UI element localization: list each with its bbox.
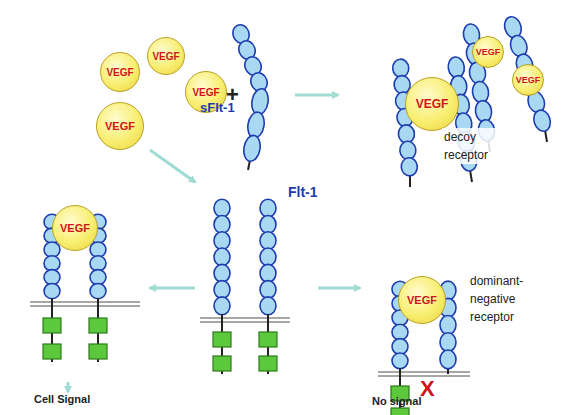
ig-domain <box>214 215 230 233</box>
ligand-label: VEGF <box>407 294 437 306</box>
diagram-label: X <box>420 376 435 402</box>
ligand-label: VEGF <box>60 222 90 234</box>
ig-domain <box>90 256 106 271</box>
kinase-domain <box>391 408 409 415</box>
kinase-domain <box>259 356 277 371</box>
vegf-ligand: VEGF <box>472 36 505 69</box>
receptor-stalk <box>545 130 547 142</box>
ig-domain <box>260 281 276 299</box>
ig-domain <box>531 108 553 133</box>
kinase-domain <box>213 332 231 347</box>
ligand-label: VEGF <box>416 97 449 111</box>
flow-arrows <box>68 95 360 392</box>
diagram-label: No signal <box>372 395 422 407</box>
ig-domain <box>246 111 266 139</box>
ig-domain <box>44 242 60 257</box>
diagram-label: dominant- negative receptor <box>470 272 550 326</box>
kinase-domain <box>43 344 61 359</box>
ig-domain <box>44 283 60 298</box>
vegf-ligand: VEGF <box>512 64 545 97</box>
vegf-ligand: VEGF <box>398 276 446 324</box>
ig-domain <box>214 281 230 299</box>
ig-domain <box>440 316 456 335</box>
ligand-label: VEGF <box>106 67 133 78</box>
ligand-label: VEGF <box>105 120 135 132</box>
ligand-label: VEGF <box>516 75 541 85</box>
ligand-label: VEGF <box>152 51 179 62</box>
ig-domain <box>401 157 419 176</box>
kinase-domain <box>43 318 61 333</box>
ig-domain <box>260 215 276 233</box>
ig-domain <box>214 264 230 282</box>
ig-domain <box>260 248 276 266</box>
ligand-label: VEGF <box>192 87 219 98</box>
ig-domain <box>260 297 276 315</box>
diagram-label: sFlt-1 <box>200 100 235 115</box>
receptor-domains <box>44 15 553 374</box>
ig-domain <box>260 199 276 217</box>
ig-domain <box>214 297 230 315</box>
vegf-ligand: VEGF <box>52 205 98 251</box>
ig-domain <box>214 232 230 250</box>
vegf-ligand: VEGF <box>405 77 459 131</box>
ig-domain <box>44 270 60 285</box>
ig-domain <box>250 87 270 115</box>
vegf-ligand: VEGF <box>100 52 140 92</box>
ig-domain <box>90 270 106 285</box>
ig-domain <box>440 350 456 369</box>
ig-domain <box>392 353 408 369</box>
ig-domain <box>44 256 60 271</box>
ig-domain <box>90 242 106 257</box>
ig-domain <box>214 199 230 217</box>
ig-domain <box>392 324 408 340</box>
ig-domain <box>440 333 456 352</box>
ig-domain <box>90 283 106 298</box>
ig-domain <box>392 339 408 355</box>
diagram-label: Flt-1 <box>288 184 318 200</box>
kinase-domain <box>89 318 107 333</box>
receptor-stalk <box>409 175 411 187</box>
receptor-stalk <box>470 170 472 182</box>
ig-domain <box>214 248 230 266</box>
kinase-domains <box>43 298 409 415</box>
vegf-ligand: VEGF <box>96 102 144 150</box>
kinase-domain <box>213 356 231 371</box>
ligand-label: VEGF <box>476 47 501 57</box>
ig-domain <box>260 264 276 282</box>
ig-domain <box>242 134 262 162</box>
ig-domain <box>260 232 276 250</box>
diagram-label: decoy receptor <box>442 128 502 164</box>
diagram-label: Cell Signal <box>34 393 90 405</box>
kinase-domain <box>259 332 277 347</box>
kinase-domain <box>89 344 107 359</box>
vegf-ligand: VEGF <box>147 37 185 75</box>
